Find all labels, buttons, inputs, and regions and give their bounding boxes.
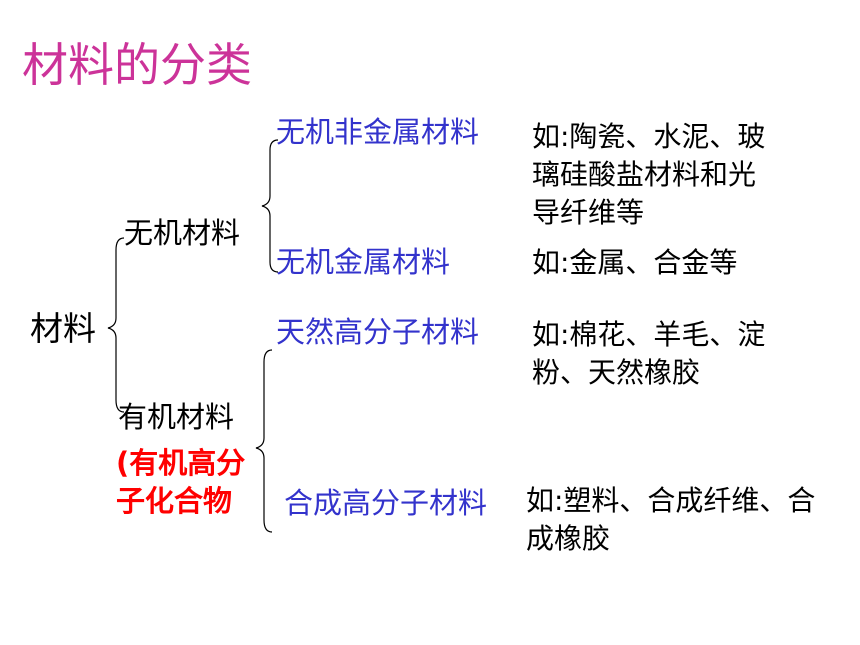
root-brace [107,237,125,413]
example-natural: 如:棉花、羊毛、淀粉、天然橡胶 [532,318,766,389]
sub-synthetic-polymer: 合成高分子材料 [284,486,488,520]
sub-natural-polymer: 天然高分子材料 [276,315,480,349]
sub-inorganic-metal: 无机金属材料 [276,245,451,279]
example-metal: 如:金属、合金等 [532,246,738,279]
example-synthetic: 如:塑料、合成纤维、合成橡胶 [526,484,816,555]
branch-inorganic-label: 无机材料 [124,216,241,250]
organic-brace [255,349,273,533]
root-label: 材料 [30,309,96,348]
page-title: 材料的分类 [22,38,252,92]
organic-note: (有机高分子化合物 [116,446,246,518]
inorganic-brace [261,139,279,273]
sub-inorganic-nonmetal: 无机非金属材料 [276,115,480,149]
example-nonmetal: 如:陶瓷、水泥、玻璃硅酸盐材料和光导纤维等 [532,120,766,229]
branch-organic-label: 有机材料 [118,400,235,434]
